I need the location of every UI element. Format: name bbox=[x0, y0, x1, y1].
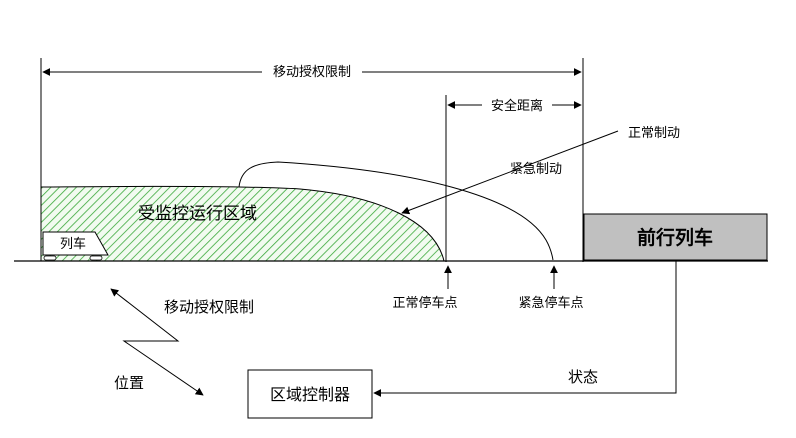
front-train-box bbox=[583, 213, 768, 261]
supervised-zone-label: 受监控运行区域 bbox=[138, 204, 257, 224]
own-train-wheel-left bbox=[43, 255, 57, 261]
front-train-label: 前行列车 bbox=[637, 226, 713, 249]
normal-braking-leader bbox=[401, 130, 619, 215]
ma-top-label: 移动授权限制 bbox=[273, 64, 351, 80]
emergency-stop-label: 紧急停车点 bbox=[518, 295, 583, 311]
normal-stop-label: 正常停车点 bbox=[392, 295, 457, 311]
status-label: 状态 bbox=[568, 368, 598, 386]
ma-label-backdrop bbox=[262, 62, 362, 80]
radio-ma-label: 移动授权限制 bbox=[164, 298, 254, 316]
own-train-body bbox=[42, 231, 109, 256]
supervised-zone-area bbox=[40, 185, 445, 262]
own-train-label: 列车 bbox=[60, 236, 86, 252]
status-feedback-line bbox=[373, 260, 677, 397]
radio-link-zigzag bbox=[110, 288, 204, 396]
zone-controller-box bbox=[247, 369, 373, 419]
emergency-braking-label: 紧急制动 bbox=[510, 162, 562, 177]
own-train-wheel-right bbox=[89, 255, 103, 261]
safety-distance-label: 安全距离 bbox=[491, 98, 543, 114]
emergency-braking-curve bbox=[238, 161, 554, 261]
zone-controller-label: 区域控制器 bbox=[270, 385, 350, 404]
position-label: 位置 bbox=[114, 374, 144, 392]
safety-label-backdrop bbox=[482, 96, 552, 114]
normal-braking-label: 正常制动 bbox=[628, 126, 680, 141]
